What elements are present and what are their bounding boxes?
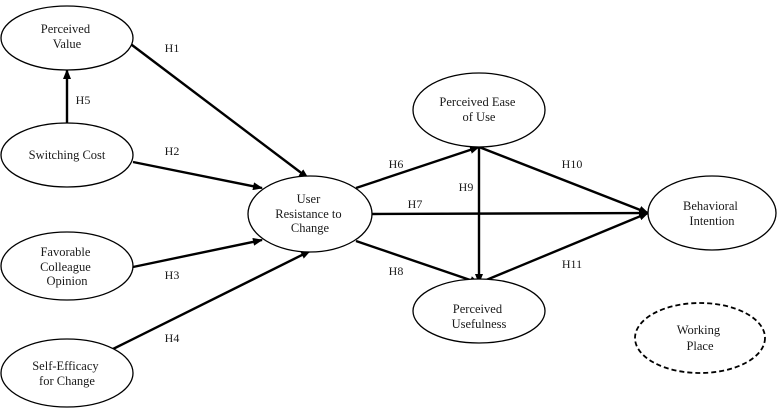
edge-h1 <box>127 41 309 179</box>
node-user-resistance-to-change-shape <box>247 175 373 253</box>
edge-labels: H1 H2 H3 H4 H5 H6 H7 H8 H9 H10 H11 <box>76 41 583 345</box>
node-perceived-usefulness-shape <box>412 278 546 344</box>
node-behavioral-intention-label: Behavioral Intention <box>683 199 741 228</box>
edge-h4 <box>112 249 311 351</box>
edge-label-h9: H9 <box>459 180 474 194</box>
node-perceived-usefulness: Perceived Usefulness <box>412 278 546 344</box>
node-switching-cost-label: Switching Cost <box>29 148 106 162</box>
node-perceived-ease-of-use-label: Perceived Ease of Use <box>439 95 518 124</box>
node-perceived-usefulness-label: Perceived Usefulness <box>452 302 507 331</box>
edge-h11 <box>478 211 649 285</box>
edge-h10 <box>478 145 649 215</box>
edge-label-h5: H5 <box>76 93 91 107</box>
node-perceived-ease-of-use-shape <box>412 72 546 148</box>
edge-label-h7: H7 <box>408 197 423 211</box>
edge-label-h1: H1 <box>165 41 180 55</box>
node-favorable-colleague-opinion: Favorable Colleague Opinion <box>0 231 134 301</box>
node-perceived-value-shape <box>0 5 134 71</box>
node-behavioral-intention: Behavioral Intention <box>647 175 777 251</box>
node-favorable-colleague-opinion-shape <box>0 231 134 301</box>
node-working-place-label: Working Place <box>677 323 724 353</box>
edges <box>63 41 649 351</box>
edge-label-h2: H2 <box>165 144 180 158</box>
node-favorable-colleague-opinion-label: Favorable Colleague Opinion <box>40 245 94 288</box>
edge-h2 <box>132 160 263 191</box>
node-perceived-value-label: Perceived Value <box>41 22 93 51</box>
edge-label-h4: H4 <box>165 331 180 345</box>
node-behavioral-intention-shape <box>647 175 777 251</box>
node-working-place: Working Place <box>634 302 766 374</box>
node-switching-cost: Switching Cost <box>0 122 134 188</box>
edge-label-h11: H11 <box>562 257 582 271</box>
node-self-efficacy-for-change-shape <box>0 338 134 408</box>
edge-h3 <box>132 237 263 269</box>
edge-label-h3: H3 <box>165 268 180 282</box>
node-self-efficacy-for-change: Self-Efficacy for Change <box>0 338 134 408</box>
node-perceived-ease-of-use: Perceived Ease of Use <box>412 72 546 148</box>
edge-h8 <box>355 239 480 285</box>
edge-label-h10: H10 <box>562 157 583 171</box>
node-switching-cost-shape <box>0 122 134 188</box>
node-user-resistance-to-change: User Resistance to Change <box>247 175 373 253</box>
node-perceived-value: Perceived Value <box>0 5 134 71</box>
node-working-place-shape <box>634 302 766 374</box>
edge-h6 <box>355 145 480 190</box>
node-self-efficacy-for-change-label: Self-Efficacy for Change <box>32 359 102 388</box>
edge-label-h8: H8 <box>389 264 404 278</box>
node-user-resistance-to-change-label: User Resistance to Change <box>275 192 344 235</box>
edge-label-h6: H6 <box>389 157 404 171</box>
edge-h7 <box>371 209 649 218</box>
